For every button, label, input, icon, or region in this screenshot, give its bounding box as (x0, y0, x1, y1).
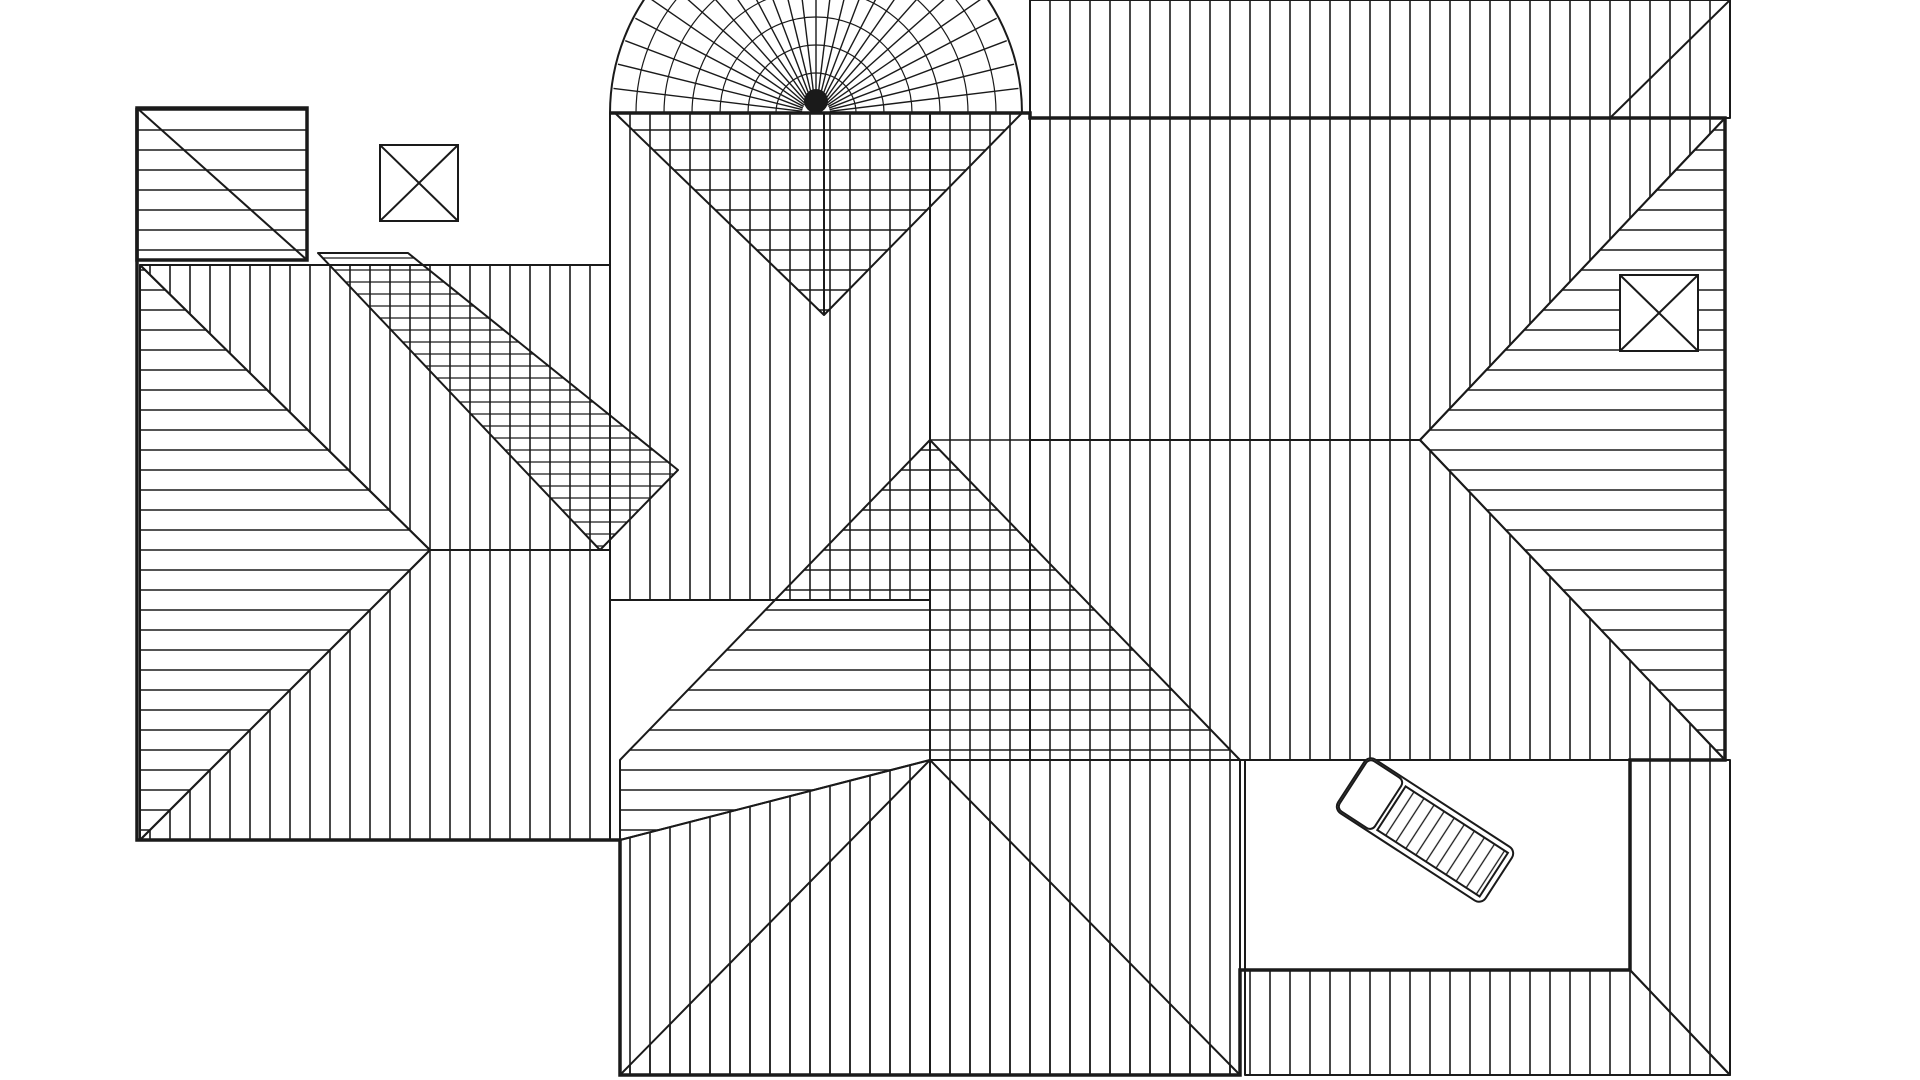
turret-rafter-line (651, 0, 805, 106)
turret-rafter-line (801, 0, 816, 100)
turret-rafter-line (829, 63, 1015, 111)
turret-rafter-line (737, 0, 809, 102)
building-outline (135, 106, 1727, 1077)
skylight-cross (1619, 274, 1699, 352)
turret-course-arc (635, 0, 997, 114)
turret-rafter-line (829, 87, 1019, 113)
outer-wall-line (135, 108, 1727, 1077)
turret-rafter-line (755, 0, 811, 101)
turret-rafter-line (617, 63, 803, 111)
turret-rafter-line (823, 0, 895, 102)
sun-lounger (1335, 757, 1515, 903)
turret-course-arc (719, 16, 913, 114)
turret-rafter-line (827, 0, 981, 106)
lounger-slats (1375, 785, 1510, 898)
turret-rafter-line (787, 0, 814, 100)
skylight-cross (379, 144, 459, 222)
turret-rafter-line (613, 87, 803, 113)
turret-rafter-line (772, 0, 812, 101)
turret-concentric-courses (635, 0, 997, 114)
turret-course-arc (747, 44, 885, 114)
turret-finial (804, 89, 828, 113)
turret-rafter-line (635, 17, 804, 108)
turret-rafter-line (687, 0, 806, 105)
turret-rafter-line (714, 0, 808, 103)
turret-radial-rafters (612, 0, 1020, 114)
turret-course-arc (663, 0, 969, 114)
turret-rafter-line (828, 40, 1007, 109)
turret-rafter-line (820, 0, 860, 101)
northwest-porch-hip (136, 107, 308, 261)
turret-course-arc (691, 0, 941, 114)
turret-course-arc (775, 72, 857, 114)
turret-rafter-line (826, 0, 945, 105)
turret-rafter-line (818, 0, 845, 100)
northeast-strip-hip (1609, 0, 1731, 119)
lounger-backrest (1337, 759, 1404, 830)
northeast-strip-slope (1029, 0, 1731, 119)
turret-rafter-line (824, 0, 918, 103)
skylight-east (1619, 274, 1699, 352)
roof-planes (136, 0, 1731, 1076)
turret-rafter-line (821, 0, 877, 101)
northwest-porch-outline (135, 106, 309, 262)
turret-rafter-line (828, 17, 997, 108)
skylight-northwest (379, 144, 459, 222)
turret-rafter-line (625, 40, 804, 109)
turret-rafter-line (816, 0, 831, 100)
